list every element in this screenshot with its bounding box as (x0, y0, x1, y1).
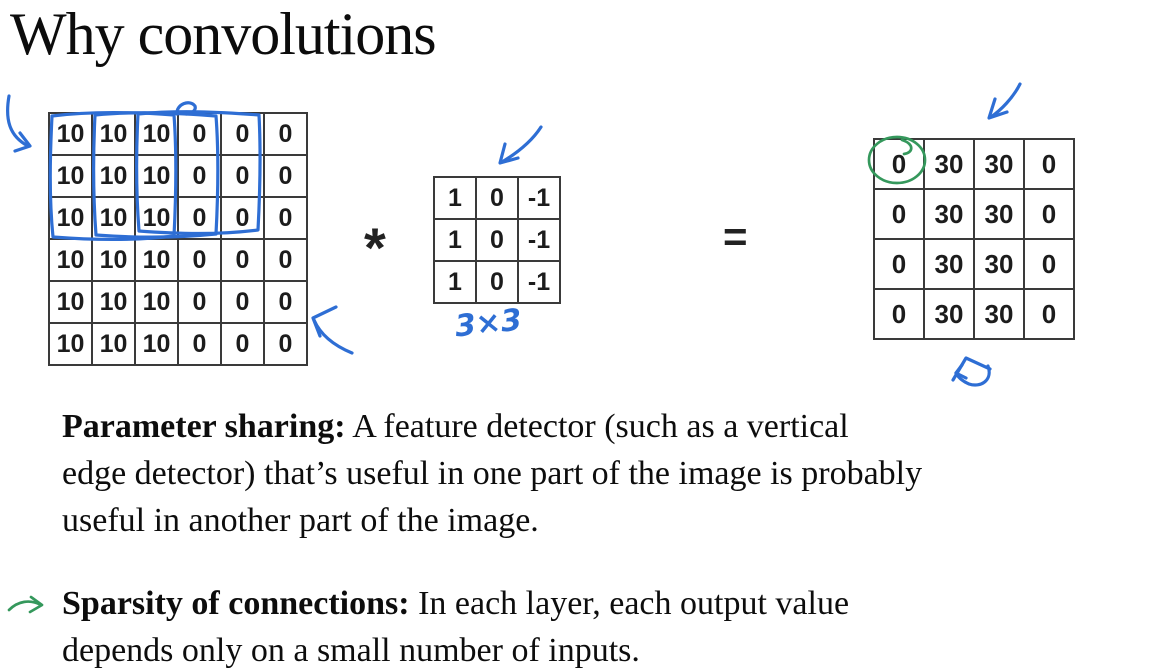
matrix-cell: 30 (925, 190, 973, 238)
matrix-cell: 10 (50, 114, 91, 154)
matrix-cell: 30 (925, 240, 973, 288)
matrix-cell: 10 (50, 240, 91, 280)
matrix-cell: 10 (93, 240, 134, 280)
filter-pointer-arrowhead-icon (498, 142, 520, 165)
matrix-cell: 0 (179, 156, 220, 196)
equals-sign: = (723, 213, 748, 260)
output-pointer-arrow-icon (989, 82, 1022, 119)
matrix-cell: 0 (179, 282, 220, 322)
sparsity-arrowhead-icon (28, 595, 44, 614)
output-curl-arrowhead-icon (954, 363, 968, 380)
matrix-cell: 0 (1025, 140, 1073, 188)
convolution-operator: * (364, 216, 386, 279)
matrix-cell: 30 (975, 190, 1023, 238)
matrix-cell: 30 (925, 140, 973, 188)
matrix-cell: 30 (975, 240, 1023, 288)
paragraph-line: useful in another part of the image. (62, 497, 922, 544)
matrix-cell: 0 (875, 290, 923, 338)
sparsity-label: Sparsity of connections: (62, 585, 410, 622)
matrix-cell: 10 (136, 282, 177, 322)
matrix-cell: 10 (136, 324, 177, 364)
output-curl-tail-icon (954, 364, 991, 387)
matrix-cell: 10 (93, 198, 134, 238)
matrix-cell: 0 (222, 198, 263, 238)
matrix-cell: 0 (477, 220, 517, 260)
matrix-cell: 0 (222, 282, 263, 322)
matrix-cell: 1 (435, 262, 475, 302)
matrix-cell: 10 (93, 282, 134, 322)
matrix-cell: 10 (136, 156, 177, 196)
paragraph-text: A feature detector (such as a vertical (345, 408, 849, 445)
matrix-cell: 10 (50, 324, 91, 364)
matrix-cell: 0 (1025, 290, 1073, 338)
matrix-cell: 0 (875, 140, 923, 188)
matrix-cell: 0 (477, 262, 517, 302)
matrix-cell: 0 (179, 324, 220, 364)
parameter-sharing-label: Parameter sharing: (62, 408, 346, 445)
output-curl-arrow-icon (951, 356, 992, 382)
parameter-sharing-paragraph: Parameter sharing: A feature detector (s… (62, 403, 922, 544)
matrix-cell: 10 (50, 198, 91, 238)
matrix-cell: 1 (435, 178, 475, 218)
matrix-cell: 30 (975, 290, 1023, 338)
sparsity-arrow-icon (7, 600, 43, 612)
paragraph-text: useful in another part of the image. (62, 502, 539, 539)
output-pointer-arrowhead-icon (987, 97, 1009, 120)
matrix-cell: 0 (1025, 190, 1073, 238)
down-hook-arrowhead-icon (13, 131, 32, 153)
paragraph-text: depends only on a small number of inputs… (62, 632, 640, 669)
matrix-cell: 0 (222, 156, 263, 196)
matrix-cell: 10 (136, 240, 177, 280)
input-pointer-arrowhead-icon (311, 305, 338, 338)
input-pointer-arrow-icon (312, 318, 354, 355)
matrix-cell: 0 (265, 198, 306, 238)
filter-pointer-arrow-icon (500, 125, 543, 164)
matrix-cell: 0 (265, 324, 306, 364)
matrix-cell: 10 (50, 156, 91, 196)
matrix-cell: 30 (975, 140, 1023, 188)
matrix-cell: 0 (222, 240, 263, 280)
paragraph-text: edge detector) that’s useful in one part… (62, 455, 923, 492)
matrix-cell: 0 (222, 114, 263, 154)
matrix-cell: -1 (519, 178, 559, 218)
matrix-cell: 0 (265, 156, 306, 196)
down-hook-arrow-icon (6, 94, 30, 148)
paragraph-line: Sparsity of connections: In each layer, … (62, 580, 849, 627)
matrix-cell: 10 (93, 324, 134, 364)
matrix-cell: 0 (875, 240, 923, 288)
matrix-cell: 10 (93, 114, 134, 154)
matrix-cell: 10 (136, 198, 177, 238)
matrix-cell: -1 (519, 220, 559, 260)
paragraph-line: depends only on a small number of inputs… (62, 627, 849, 671)
paragraph-line: Parameter sharing: A feature detector (s… (62, 403, 922, 450)
matrix-cell: 0 (265, 282, 306, 322)
paragraph-text: In each layer, each output value (409, 585, 850, 622)
paragraph-line: edge detector) that’s useful in one part… (62, 450, 922, 497)
matrix-cell: 30 (925, 290, 973, 338)
filter-size-annotation: 3×3 (453, 302, 524, 345)
matrix-cell: 1 (435, 220, 475, 260)
matrix-cell: 0 (1025, 240, 1073, 288)
matrix-cell: -1 (519, 262, 559, 302)
matrix-cell: 0 (179, 240, 220, 280)
matrix-cell: 0 (179, 198, 220, 238)
matrix-cell: 10 (93, 156, 134, 196)
matrix-cell: 0 (222, 324, 263, 364)
matrix-cell: 0 (265, 114, 306, 154)
matrix-cell: 10 (50, 282, 91, 322)
matrix-cell: 0 (477, 178, 517, 218)
matrix-cell: 10 (136, 114, 177, 154)
matrix-cell: 0 (265, 240, 306, 280)
matrix-cell: 0 (875, 190, 923, 238)
sparsity-paragraph: Sparsity of connections: In each layer, … (62, 580, 849, 671)
matrix-cell: 0 (179, 114, 220, 154)
page-title: Why convolutions (10, 1, 437, 67)
